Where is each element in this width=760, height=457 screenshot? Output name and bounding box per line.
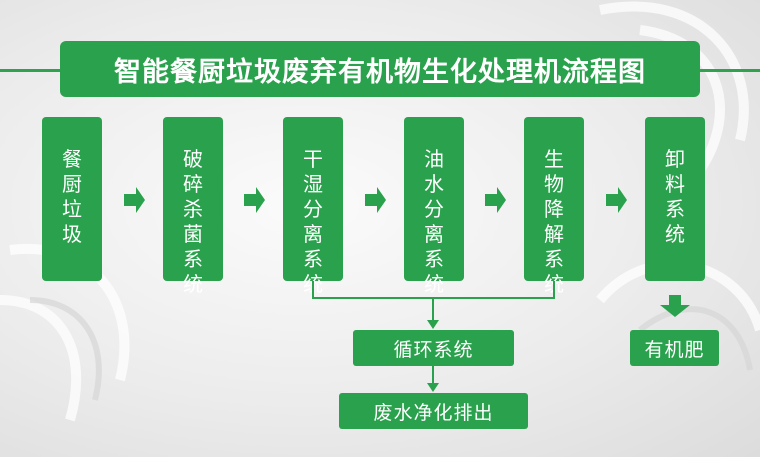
connector-line: [432, 366, 434, 384]
flow-arrow-icon: [124, 187, 145, 213]
stage-oil-water-separation: 油水分离系统: [404, 117, 464, 296]
stage-dry-wet-separation: 干湿分离系统: [283, 117, 343, 296]
stage-label: 破碎杀菌系统: [183, 147, 203, 296]
connector-line: [432, 297, 434, 321]
stage-biodegradation: 生物降解系统: [524, 117, 584, 296]
flow-arrow-icon: [365, 187, 386, 213]
stage-kitchen-waste: 餐厨垃圾: [42, 117, 102, 281]
stage-crushing-sterilization: 破碎杀菌系统: [163, 117, 223, 296]
stage-label: 油水分离系统: [424, 147, 444, 296]
circulation-system-box: 循环系统: [353, 330, 514, 366]
stage-label: 卸料系统: [665, 147, 685, 246]
stage-unloading: 卸料系统: [645, 117, 705, 281]
stage-label: 餐厨垃圾: [62, 147, 82, 246]
flow-arrow-icon: [606, 187, 627, 213]
connector-line: [553, 281, 555, 299]
arrow-down-icon: [660, 295, 690, 317]
page-title: 智能餐厨垃圾废弃有机物生化处理机流程图: [60, 41, 700, 97]
arrow-down-icon: [427, 320, 439, 329]
stage-label: 生物降解系统: [544, 147, 564, 296]
arrow-down-icon: [427, 383, 439, 392]
flow-arrow-icon: [244, 187, 265, 213]
organic-fertilizer-box: 有机肥: [630, 330, 719, 366]
wastewater-discharge-box: 废水净化排出: [339, 393, 528, 429]
flow-arrow-icon: [485, 187, 506, 213]
stage-label: 干湿分离系统: [303, 147, 323, 296]
connector-line: [312, 281, 314, 299]
